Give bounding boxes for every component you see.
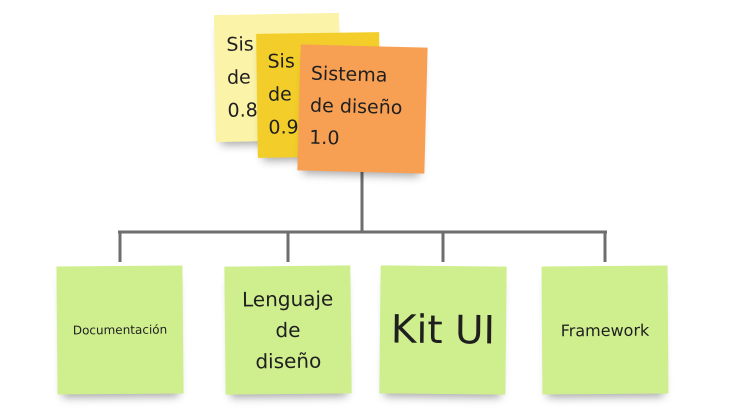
sticky-note-design-language[interactable]: Lenguaje de diseño xyxy=(224,265,352,395)
sticky-note-documentation[interactable]: Documentación xyxy=(56,265,184,395)
sticky-note-label: Documentación xyxy=(72,322,168,338)
sticky-note-design-system-1-0[interactable]: Sistema de diseño 1.0 xyxy=(297,44,428,174)
sticky-note-framework[interactable]: Framework xyxy=(541,265,669,395)
sticky-note-label: Lenguaje de diseño xyxy=(241,286,334,373)
sticky-note-ui-kit[interactable]: Kit UI xyxy=(379,265,507,395)
sticky-note-label: Framework xyxy=(560,320,650,340)
sticky-note-label: Sistema de diseño 1.0 xyxy=(308,62,403,150)
sticky-note-label: Kit UI xyxy=(390,306,496,354)
